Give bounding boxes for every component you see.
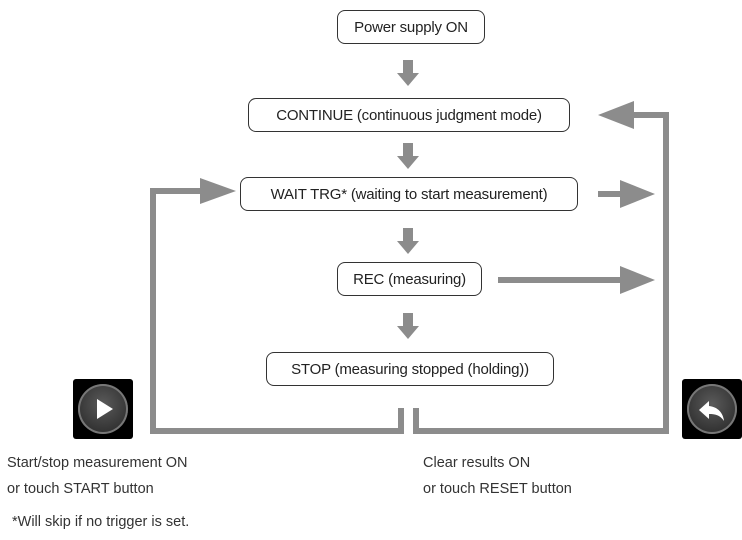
start-loop-arrow	[150, 178, 404, 434]
reset-loop-arrow	[413, 101, 669, 434]
down-arrow-icon	[397, 143, 419, 169]
state-power-on: Power supply ON	[337, 10, 485, 44]
state-stop: STOP (measuring stopped (holding))	[266, 352, 554, 386]
start-caption: Start/stop measurement ON or touch START…	[7, 450, 188, 502]
reset-caption: Clear results ON or touch RESET button	[423, 450, 572, 502]
state-rec: REC (measuring)	[337, 262, 482, 296]
wait-to-reset-arrow	[598, 180, 655, 208]
reset-caption-line2: or touch RESET button	[423, 481, 572, 497]
rec-to-reset-arrow	[498, 266, 655, 294]
reset-caption-line1: Clear results ON	[423, 455, 531, 471]
start-caption-line1: Start/stop measurement ON	[7, 455, 188, 471]
state-continue: CONTINUE (continuous judgment mode)	[248, 98, 570, 132]
start-caption-line2: or touch START button	[7, 481, 154, 497]
play-icon	[97, 399, 113, 419]
undo-arrow-icon	[699, 401, 724, 421]
footnote: *Will skip if no trigger is set.	[12, 514, 190, 530]
reset-button[interactable]	[682, 379, 742, 439]
down-arrow-icon	[397, 60, 419, 86]
down-arrow-icon	[397, 313, 419, 339]
down-arrow-icon	[397, 228, 419, 254]
start-button[interactable]	[73, 379, 133, 439]
state-wait-trg: WAIT TRG* (waiting to start measurement)	[240, 177, 578, 211]
